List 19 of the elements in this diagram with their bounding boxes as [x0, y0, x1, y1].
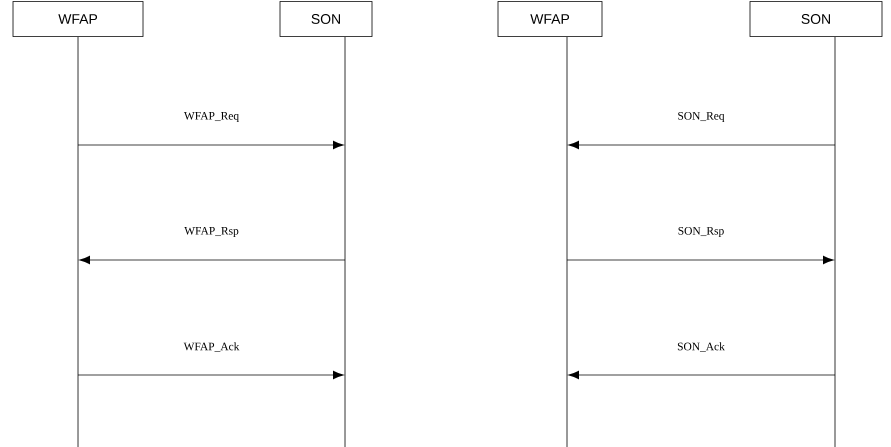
edge-label: WFAP_Req — [184, 112, 239, 122]
arrow — [566, 256, 834, 264]
lifeline — [344, 36, 346, 447]
arrow — [78, 140, 344, 150]
edge-label: SON_Req — [678, 112, 724, 122]
process-box: WFAP — [12, 1, 144, 37]
process-box: SON — [750, 1, 882, 37]
edge-label: WFAP_Rsp — [184, 227, 238, 237]
lifeline — [566, 36, 568, 447]
arrow — [79, 256, 346, 264]
arrow — [568, 370, 836, 380]
arrow — [78, 370, 344, 380]
edge-label: WFAP_Ack — [184, 342, 240, 352]
process-box: WFAP — [498, 1, 602, 37]
process-box: SON — [280, 1, 372, 37]
edge-label: SON_Rsp — [678, 226, 724, 237]
edge-label: SON_Ack — [678, 342, 725, 352]
lifeline — [834, 36, 836, 447]
arrow — [568, 140, 836, 150]
